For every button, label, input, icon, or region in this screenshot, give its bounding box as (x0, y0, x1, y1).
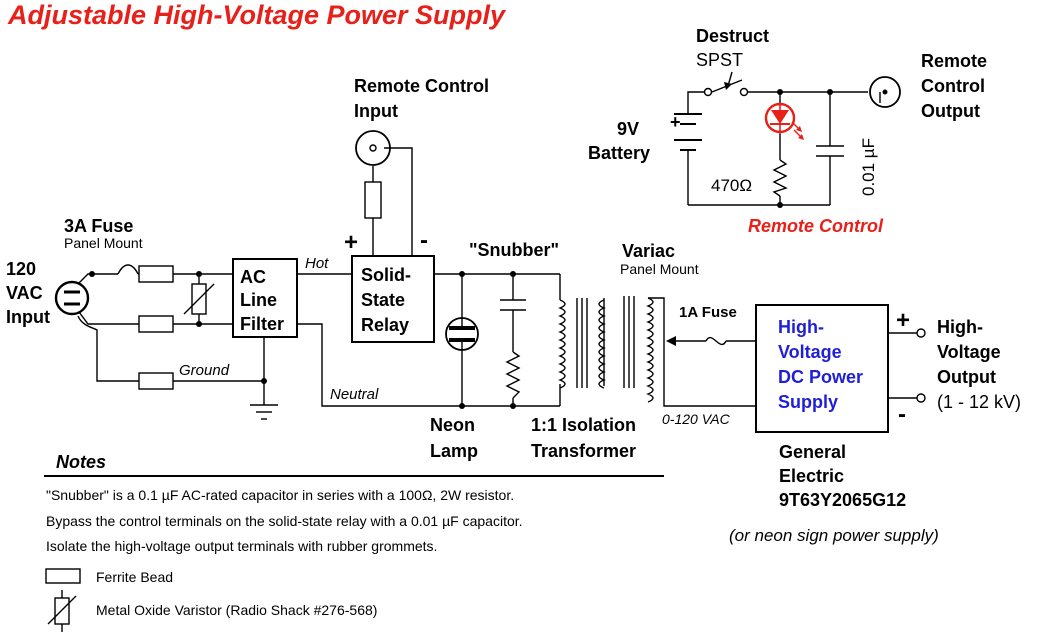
ground-icon (250, 404, 278, 420)
ac-line-filter-box (232, 258, 298, 338)
hvdc-label-3: DC Power (778, 367, 863, 387)
neon-lamp-icon (445, 317, 479, 351)
ssr-minus-sign: - (420, 227, 428, 254)
battery-plus-sign: + (670, 112, 681, 132)
hv-plus-sign: + (896, 307, 910, 334)
remote-output-label-2: Control (921, 76, 985, 96)
solid-state-relay-box (351, 255, 435, 343)
remote-output-label-1: Remote (921, 51, 987, 71)
ac-line-filter-label-2: Line (240, 290, 277, 310)
isolation-label-2: Transformer (531, 441, 636, 461)
led-icon (764, 102, 804, 140)
hv-minus-sign: - (898, 401, 906, 428)
ge-label-2: Electric (779, 466, 844, 486)
input-label-vac: VAC (6, 283, 43, 303)
main-wiring (77, 147, 917, 407)
variac-sublabel: Panel Mount (620, 261, 699, 277)
hv-dc-power-supply-box (755, 304, 889, 433)
resistor-label: 470Ω (711, 176, 752, 195)
remote-output-jack-icon (869, 76, 901, 108)
ferrite-bead-control (364, 181, 382, 219)
vac-range-label: 0-120 VAC (662, 411, 731, 427)
destruct-label: Destruct (696, 26, 769, 46)
remote-control-caption: Remote Control (748, 216, 884, 236)
hv-output-label-3: Output (937, 367, 996, 387)
capacitor-label: 0.01 µF (859, 138, 878, 196)
legend-mov-icon (47, 590, 77, 632)
battery-label-2: Battery (588, 143, 650, 163)
resistor-470-icon (772, 159, 788, 197)
ge-label-1: General (779, 442, 846, 462)
junction-dots (89, 271, 516, 409)
ssr-label-2: State (361, 290, 405, 310)
fuse-3a-sublabel: Panel Mount (64, 235, 143, 251)
hot-label: Hot (305, 255, 329, 272)
ssr-label-1: Solid- (361, 265, 411, 285)
remote-input-label-1: Remote Control (354, 76, 489, 96)
hv-output-label-1: High- (937, 317, 983, 337)
ssr-label-3: Relay (361, 315, 409, 335)
hvdc-label-1: High- (778, 317, 824, 337)
ac-line-filter-label-1: AC (240, 267, 266, 287)
snubber-label: "Snubber" (469, 240, 559, 260)
input-label-120: 120 (6, 259, 36, 279)
variac-icon (623, 296, 676, 403)
ac-plug-icon (54, 280, 90, 316)
neon-lamp-label-2: Lamp (430, 441, 478, 461)
note-item-3: Isolate the high-voltage output terminal… (46, 538, 437, 554)
ferrite-bead-hot (138, 265, 174, 283)
note-item-1: "Snubber" is a 0.1 µF AC-rated capacitor… (46, 487, 514, 503)
ac-line-filter-label-3: Filter (240, 314, 284, 334)
hvdc-label-4: Supply (778, 392, 838, 412)
remote-output-label-3: Output (921, 101, 980, 121)
ground-label: Ground (179, 362, 230, 379)
isolation-transformer-icon (558, 298, 606, 389)
legend-ferrite-icon (45, 568, 81, 584)
ferrite-bead-neutral (138, 315, 174, 333)
mov-icon (183, 283, 215, 315)
hv-output-label-2: Voltage (937, 342, 1001, 362)
isolation-label-1: 1:1 Isolation (531, 415, 636, 435)
variac-label: Variac (622, 241, 675, 261)
input-label-input: Input (6, 307, 50, 327)
battery-icon (674, 113, 702, 160)
neutral-label: Neutral (330, 386, 379, 403)
hv-output-range: (1 - 12 kV) (937, 392, 1021, 412)
neon-lamp-label-1: Neon (430, 415, 475, 435)
ge-alternative: (or neon sign power supply) (729, 526, 939, 545)
remote-input-label-2: Input (354, 101, 398, 121)
remote-junction-dots (777, 89, 833, 208)
ssr-plus-sign: + (344, 229, 358, 256)
fuse-3a-label: 3A Fuse (64, 216, 133, 236)
hv-output-terminal-negative (916, 393, 926, 403)
diagram-title: Adjustable High-Voltage Power Supply (7, 0, 507, 30)
legend-mov-label: Metal Oxide Varistor (Radio Shack #276-5… (96, 602, 377, 618)
ge-part-number: 9T63Y2065G12 (779, 490, 906, 510)
note-item-2: Bypass the control terminals on the soli… (46, 513, 523, 529)
spst-label: SPST (696, 50, 743, 70)
notes-heading: Notes (56, 452, 106, 472)
remote-input-jack-icon (355, 130, 391, 166)
capacitor-icon (816, 145, 844, 157)
legend-ferrite-label: Ferrite Bead (96, 569, 173, 585)
hv-output-terminal-positive (916, 328, 926, 338)
destruct-switch-icon (703, 71, 749, 97)
ferrite-bead-ground (138, 372, 174, 390)
snubber-network-icon (500, 299, 526, 399)
fuse-1a-label: 1A Fuse (679, 304, 737, 321)
hvdc-label-2: Voltage (778, 342, 842, 362)
battery-label-1: 9V (617, 119, 639, 139)
